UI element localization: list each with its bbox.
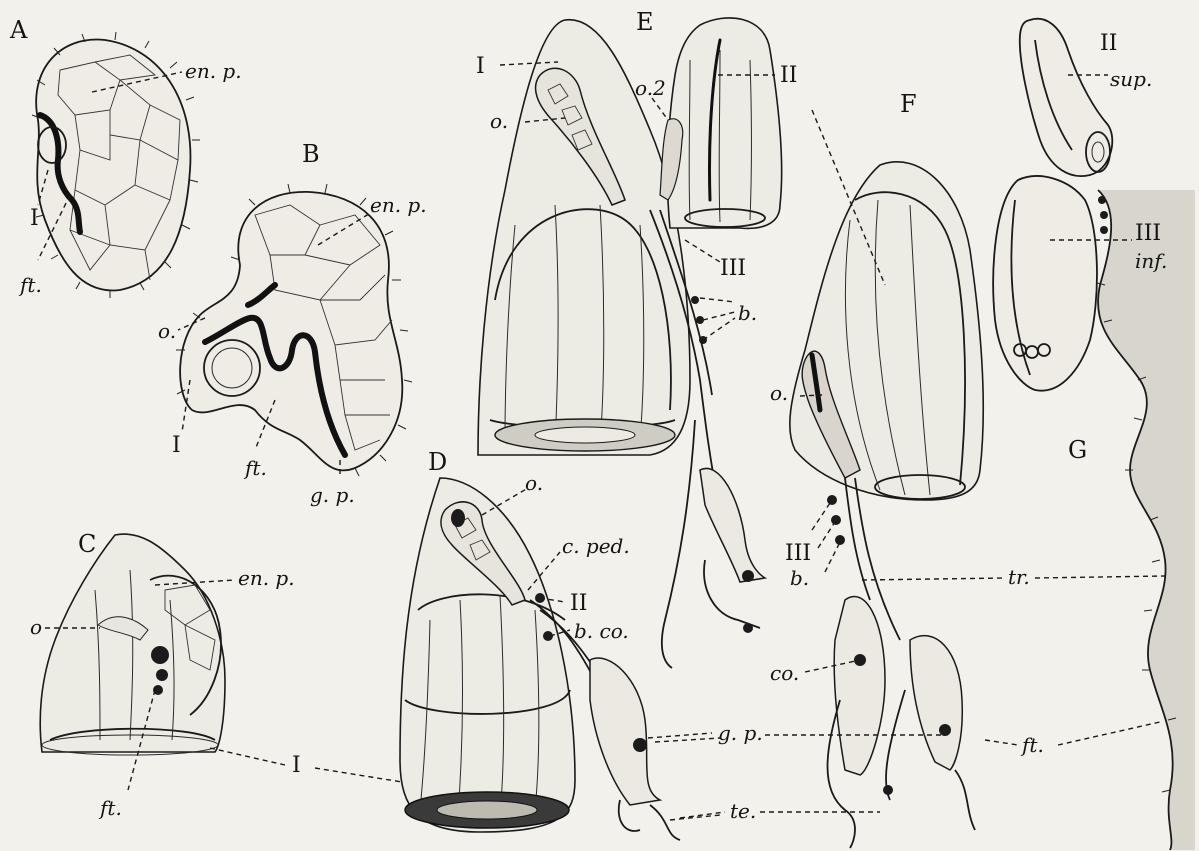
panel-e-II-label: II xyxy=(780,63,797,88)
panel-e-I-label: I xyxy=(476,54,485,79)
panel-g-III-label: III xyxy=(1135,221,1161,246)
panel-b-specimen xyxy=(176,184,412,478)
leader-I-shared-right xyxy=(315,768,402,782)
panel-d-II-label: II xyxy=(570,591,587,616)
panel-a-specimen xyxy=(32,32,200,298)
panel-b-letter: B xyxy=(302,140,320,168)
leader-ft-left xyxy=(985,740,1018,745)
panel-c-ft-label: ft. xyxy=(98,796,122,820)
leader-tr-right xyxy=(1035,576,1165,578)
panel-f-co-label: co. xyxy=(770,661,799,685)
panel-g-inf-label: inf. xyxy=(1135,249,1167,273)
panel-c-specimen xyxy=(40,534,235,790)
panel-c-en-p-label: en. p. xyxy=(238,566,295,590)
shared-g-p-label: g. p. xyxy=(718,721,763,745)
panel-g-letter: G xyxy=(1068,436,1087,464)
panel-d-specimen xyxy=(400,478,720,840)
panel-g-specimen xyxy=(993,19,1195,850)
leader-ft-right xyxy=(1058,722,1160,745)
panel-b-I-label: I xyxy=(172,433,181,458)
panel-e-III-label: III xyxy=(720,256,746,281)
panel-d-o-label: o. xyxy=(525,471,543,495)
panel-d-letter: D xyxy=(428,448,447,476)
leader-I-shared xyxy=(210,748,285,765)
panel-b-g-p-label: g. p. xyxy=(310,483,355,507)
panel-d-c-ped-label: c. ped. xyxy=(562,534,630,558)
panel-a-I-label: I xyxy=(30,206,39,231)
leader-g-p-left xyxy=(648,733,712,738)
panel-a-letter: A xyxy=(9,16,28,44)
panel-e-b-label: b. xyxy=(738,301,757,325)
panel-c-letter: C xyxy=(78,530,96,558)
panel-d-b-co-label: b. co. xyxy=(574,619,629,643)
panel-b-o-label: o. xyxy=(158,319,176,343)
panel-e-o-label: o. xyxy=(490,109,508,133)
panel-f-III-label: III xyxy=(785,541,811,566)
shared-ft-label: ft. xyxy=(1020,733,1044,757)
leader-tr-left xyxy=(862,578,1005,580)
panel-f-o-label: o. xyxy=(770,381,788,405)
shared-tr-label: tr. xyxy=(1008,565,1030,589)
panel-c-o-label: o xyxy=(30,615,42,639)
panel-g-sup-label: sup. xyxy=(1110,67,1152,91)
panel-f-b-label: b. xyxy=(790,566,809,590)
panel-g-II-label: II xyxy=(1100,31,1117,56)
panel-f-specimen xyxy=(790,110,983,848)
panel-b-en-p-label: en. p. xyxy=(370,193,427,217)
panel-e-letter: E xyxy=(636,8,654,36)
shared-I-label: I xyxy=(292,753,301,778)
panel-a-en-p-label: en. p. xyxy=(185,59,242,83)
panel-a-ft-label: ft. xyxy=(18,273,42,297)
panel-e-o2-label: o.2 xyxy=(635,76,666,100)
shared-te-label: te. xyxy=(730,799,756,823)
panel-f-letter: F xyxy=(900,90,917,118)
panel-b-ft-label: ft. xyxy=(243,456,267,480)
